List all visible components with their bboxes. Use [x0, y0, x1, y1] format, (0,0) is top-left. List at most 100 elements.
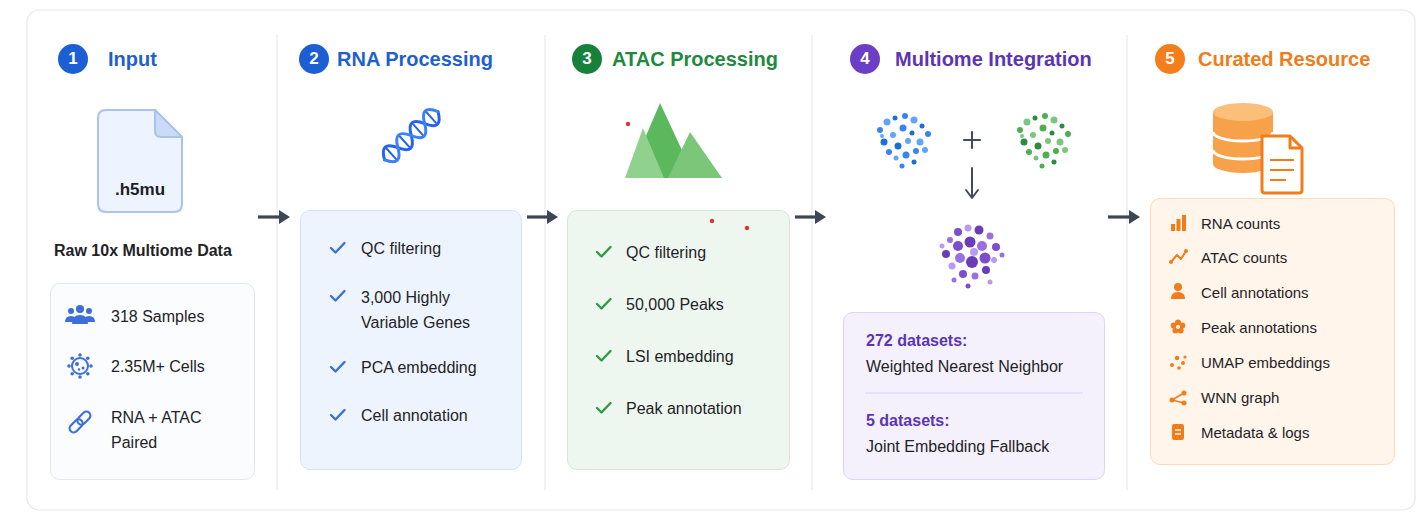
list-item: RNA + ATAC Paired	[111, 405, 221, 455]
icon-part	[922, 147, 928, 153]
list-item: 318 Samples	[111, 307, 204, 327]
pipeline-column: ATAC Processing3QC filtering50,000 Peaks…	[558, 25, 795, 495]
method-name: Joint Embedding Fallback	[866, 437, 1049, 457]
column-title: Curated Resource	[1198, 46, 1370, 72]
icon-part	[544, 35, 545, 490]
integrated-cluster	[940, 225, 1005, 289]
pipeline-column: Multiome Integration4272 datasets:Weight…	[826, 25, 1108, 495]
list-item: Peak annotation	[626, 399, 742, 419]
arrow-shaft	[795, 215, 816, 218]
arrow-shaft	[527, 215, 548, 218]
icon-part	[972, 273, 979, 280]
pipeline-column: Input1.h5muRaw 10x Multiome Data318 Samp…	[30, 25, 258, 495]
icon-part	[971, 132, 973, 148]
icon-part	[955, 253, 965, 263]
arrow-head	[815, 210, 826, 224]
flower-icon	[1171, 320, 1186, 334]
list-item: Peak annotations	[1201, 318, 1317, 338]
column-separators	[277, 35, 1127, 490]
icon-part	[626, 122, 630, 126]
list-item: Cell annotations	[1201, 283, 1309, 303]
icon-part	[910, 131, 915, 136]
icon-part	[942, 250, 950, 258]
file-icon: .h5mu	[95, 107, 185, 215]
icon-part	[1175, 356, 1179, 360]
icon-part	[920, 124, 925, 129]
step-number: 5	[1155, 44, 1185, 74]
icon-part	[1177, 366, 1181, 370]
step-badge: 4	[850, 44, 880, 74]
step-badge: 2	[299, 44, 329, 74]
icon-part	[1026, 149, 1032, 155]
icon-part	[1175, 429, 1181, 430]
icon-part	[1170, 363, 1174, 367]
icon-part	[1213, 112, 1273, 173]
file-fold	[155, 110, 182, 137]
icon-part	[1290, 136, 1302, 148]
icon-part	[881, 139, 888, 146]
list-item: QC filtering	[361, 239, 441, 259]
icon-part	[67, 364, 71, 368]
icon-part	[1270, 159, 1294, 161]
icon-part	[331, 291, 345, 301]
icon-part	[78, 368, 80, 370]
icon-part	[597, 299, 611, 309]
icon-part	[597, 403, 611, 413]
icon-part	[953, 241, 963, 251]
icon-part	[1213, 150, 1273, 159]
check-marks	[331, 243, 345, 420]
icon-part	[1181, 361, 1185, 365]
icon-part	[276, 35, 277, 490]
icon-part	[597, 351, 611, 361]
icon-part	[82, 367, 85, 370]
icon-part	[1017, 127, 1023, 133]
icon-part	[76, 305, 84, 313]
icon-part	[900, 125, 907, 132]
icon-part	[971, 168, 973, 197]
icon-part	[890, 132, 896, 138]
icon-part	[331, 243, 345, 253]
icon-part	[668, 132, 722, 178]
icon-part	[1171, 224, 1175, 231]
person-icon	[1171, 283, 1185, 299]
icon-part	[1172, 424, 1184, 440]
pipeline-column: Curated Resource5RNA countsATAC countsCe…	[1140, 25, 1410, 495]
icon-part	[1171, 323, 1177, 329]
bar-chart-icon	[1171, 215, 1186, 231]
file-extension: .h5mu	[95, 179, 185, 201]
badge-fill	[58, 44, 88, 74]
icon-part	[72, 315, 88, 324]
icon-part	[1170, 398, 1175, 403]
icon-part	[1174, 283, 1182, 291]
signal-icon	[1169, 249, 1188, 264]
icon-part	[966, 190, 978, 198]
step-badge: 1	[58, 44, 88, 74]
plus-sign	[964, 132, 980, 148]
icon-part	[65, 316, 75, 322]
icon-part	[900, 164, 905, 169]
icon-part	[925, 131, 931, 137]
icon-part	[86, 308, 92, 314]
icon-part	[1043, 152, 1050, 159]
icon-part	[400, 136, 409, 146]
badge-fill	[850, 44, 880, 74]
icon-part	[76, 410, 92, 426]
arrow-shaft	[1108, 215, 1130, 218]
arrow-head	[279, 210, 290, 224]
icon-part	[1171, 251, 1186, 262]
icon-part	[902, 113, 908, 119]
icon-part	[1270, 179, 1286, 181]
icon-part	[1262, 136, 1302, 193]
rna-cluster	[877, 113, 931, 169]
flow-arrow	[527, 210, 558, 224]
step-number: 2	[299, 44, 329, 74]
icon-part	[966, 284, 971, 289]
column-title: Multiome Integration	[895, 46, 1092, 72]
icon-part	[1062, 147, 1068, 153]
list-item: QC filtering	[626, 243, 706, 263]
icon-part	[1183, 355, 1186, 358]
icon-part	[980, 253, 991, 264]
link-icon	[68, 410, 92, 434]
icon-part	[427, 112, 436, 122]
icon-part	[987, 233, 994, 240]
